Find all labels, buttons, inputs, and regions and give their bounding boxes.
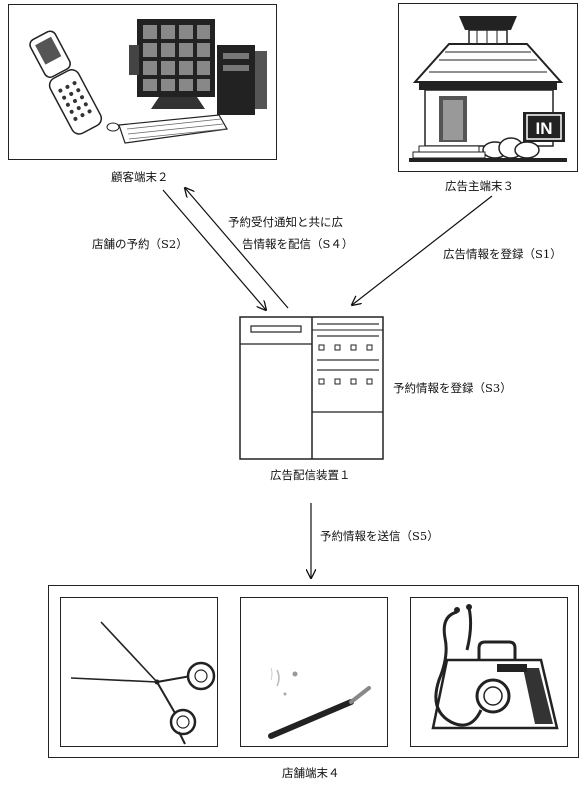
beauty-tool-icon [268,667,371,739]
arrow-s2 [162,189,266,310]
arrow-s1 [352,195,493,305]
advertiser-terminal-label: 広告主端末３ [445,179,514,193]
scissors-icon [70,621,216,745]
ad-delivery-device-label: 広告配信装置１ [270,468,351,482]
edge-label-s2: 店舗の予約（S2） [92,237,188,251]
edge-label-s4-line1: 予約受付通知と共に広 [228,215,343,229]
edge-label-s1: 広告情報を登録（S1） [443,247,562,261]
store-panel-scissors [60,597,218,747]
advertiser-terminal-box: IN [398,3,578,172]
customer-terminal-label: 顧客端末２ [111,170,169,184]
edge-label-s4-line2: 告情報を配信（S４） [242,237,354,251]
phone-and-computer-icon [29,19,267,144]
store-panel-beauty-tool [240,597,388,747]
store-terminal-label: 店舗端末４ [282,766,340,780]
in-sign-text: IN [536,119,553,138]
arrow-s4 [185,188,289,309]
edge-label-s5: 予約情報を送信（S5） [320,529,439,543]
shop-building-icon: IN [409,16,567,162]
edge-label-s3: 予約情報を登録（S3） [393,381,512,395]
doctor-bag-icon [431,604,559,730]
store-panel-doctor-bag [410,597,568,747]
customer-terminal-box [8,4,277,160]
server-rack-icon [239,316,384,460]
